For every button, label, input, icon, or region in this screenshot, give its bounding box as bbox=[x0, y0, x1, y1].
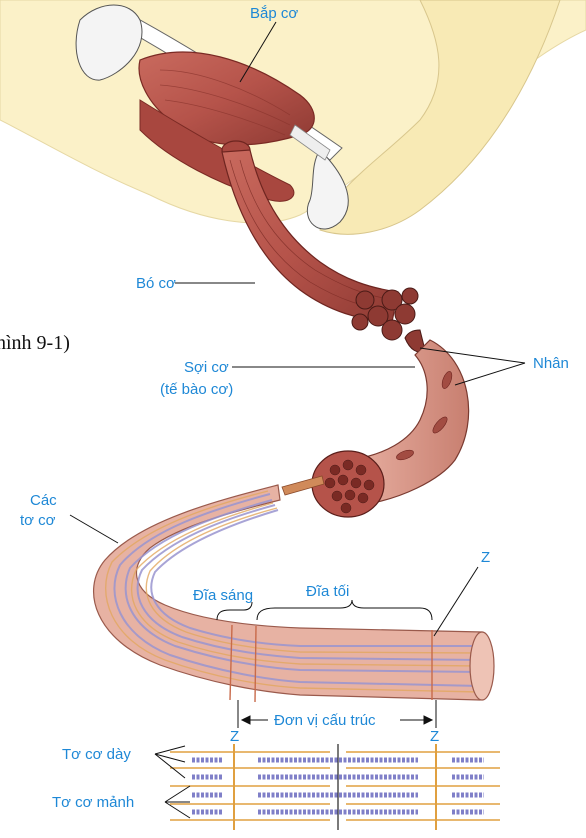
caption-fragment: hình 9-1) bbox=[0, 332, 70, 354]
label-cac: Các bbox=[30, 492, 57, 509]
myofibril-end bbox=[470, 632, 494, 700]
label-don-vi: Đơn vị cấu trúc bbox=[274, 712, 376, 729]
label-z-left: Z bbox=[230, 728, 239, 745]
label-nhan: Nhân bbox=[533, 355, 569, 372]
label-z-right: Z bbox=[430, 728, 439, 745]
label-bo-co: Bó cơ bbox=[136, 275, 176, 292]
arm-illustration bbox=[0, 0, 586, 234]
label-dia-sang: Đĩa sáng bbox=[193, 587, 253, 604]
label-to-co: tơ cơ bbox=[20, 512, 56, 529]
label-to-co-manh: Tơ cơ mảnh bbox=[52, 794, 134, 811]
sarcomere-filaments bbox=[170, 744, 500, 830]
z-discs bbox=[234, 744, 436, 830]
label-soi-co: Sợi cơ bbox=[184, 359, 229, 376]
label-z-top: Z bbox=[481, 549, 490, 566]
myofibril-bundle bbox=[94, 485, 494, 702]
label-bap-co: Bắp cơ bbox=[250, 5, 298, 22]
label-dia-toi: Đĩa tối bbox=[306, 583, 349, 600]
label-to-co-day: Tơ cơ dày bbox=[62, 746, 131, 763]
label-soi-co-sub: (tế bào cơ) bbox=[160, 381, 233, 398]
fascicle-cross-section bbox=[352, 288, 418, 340]
